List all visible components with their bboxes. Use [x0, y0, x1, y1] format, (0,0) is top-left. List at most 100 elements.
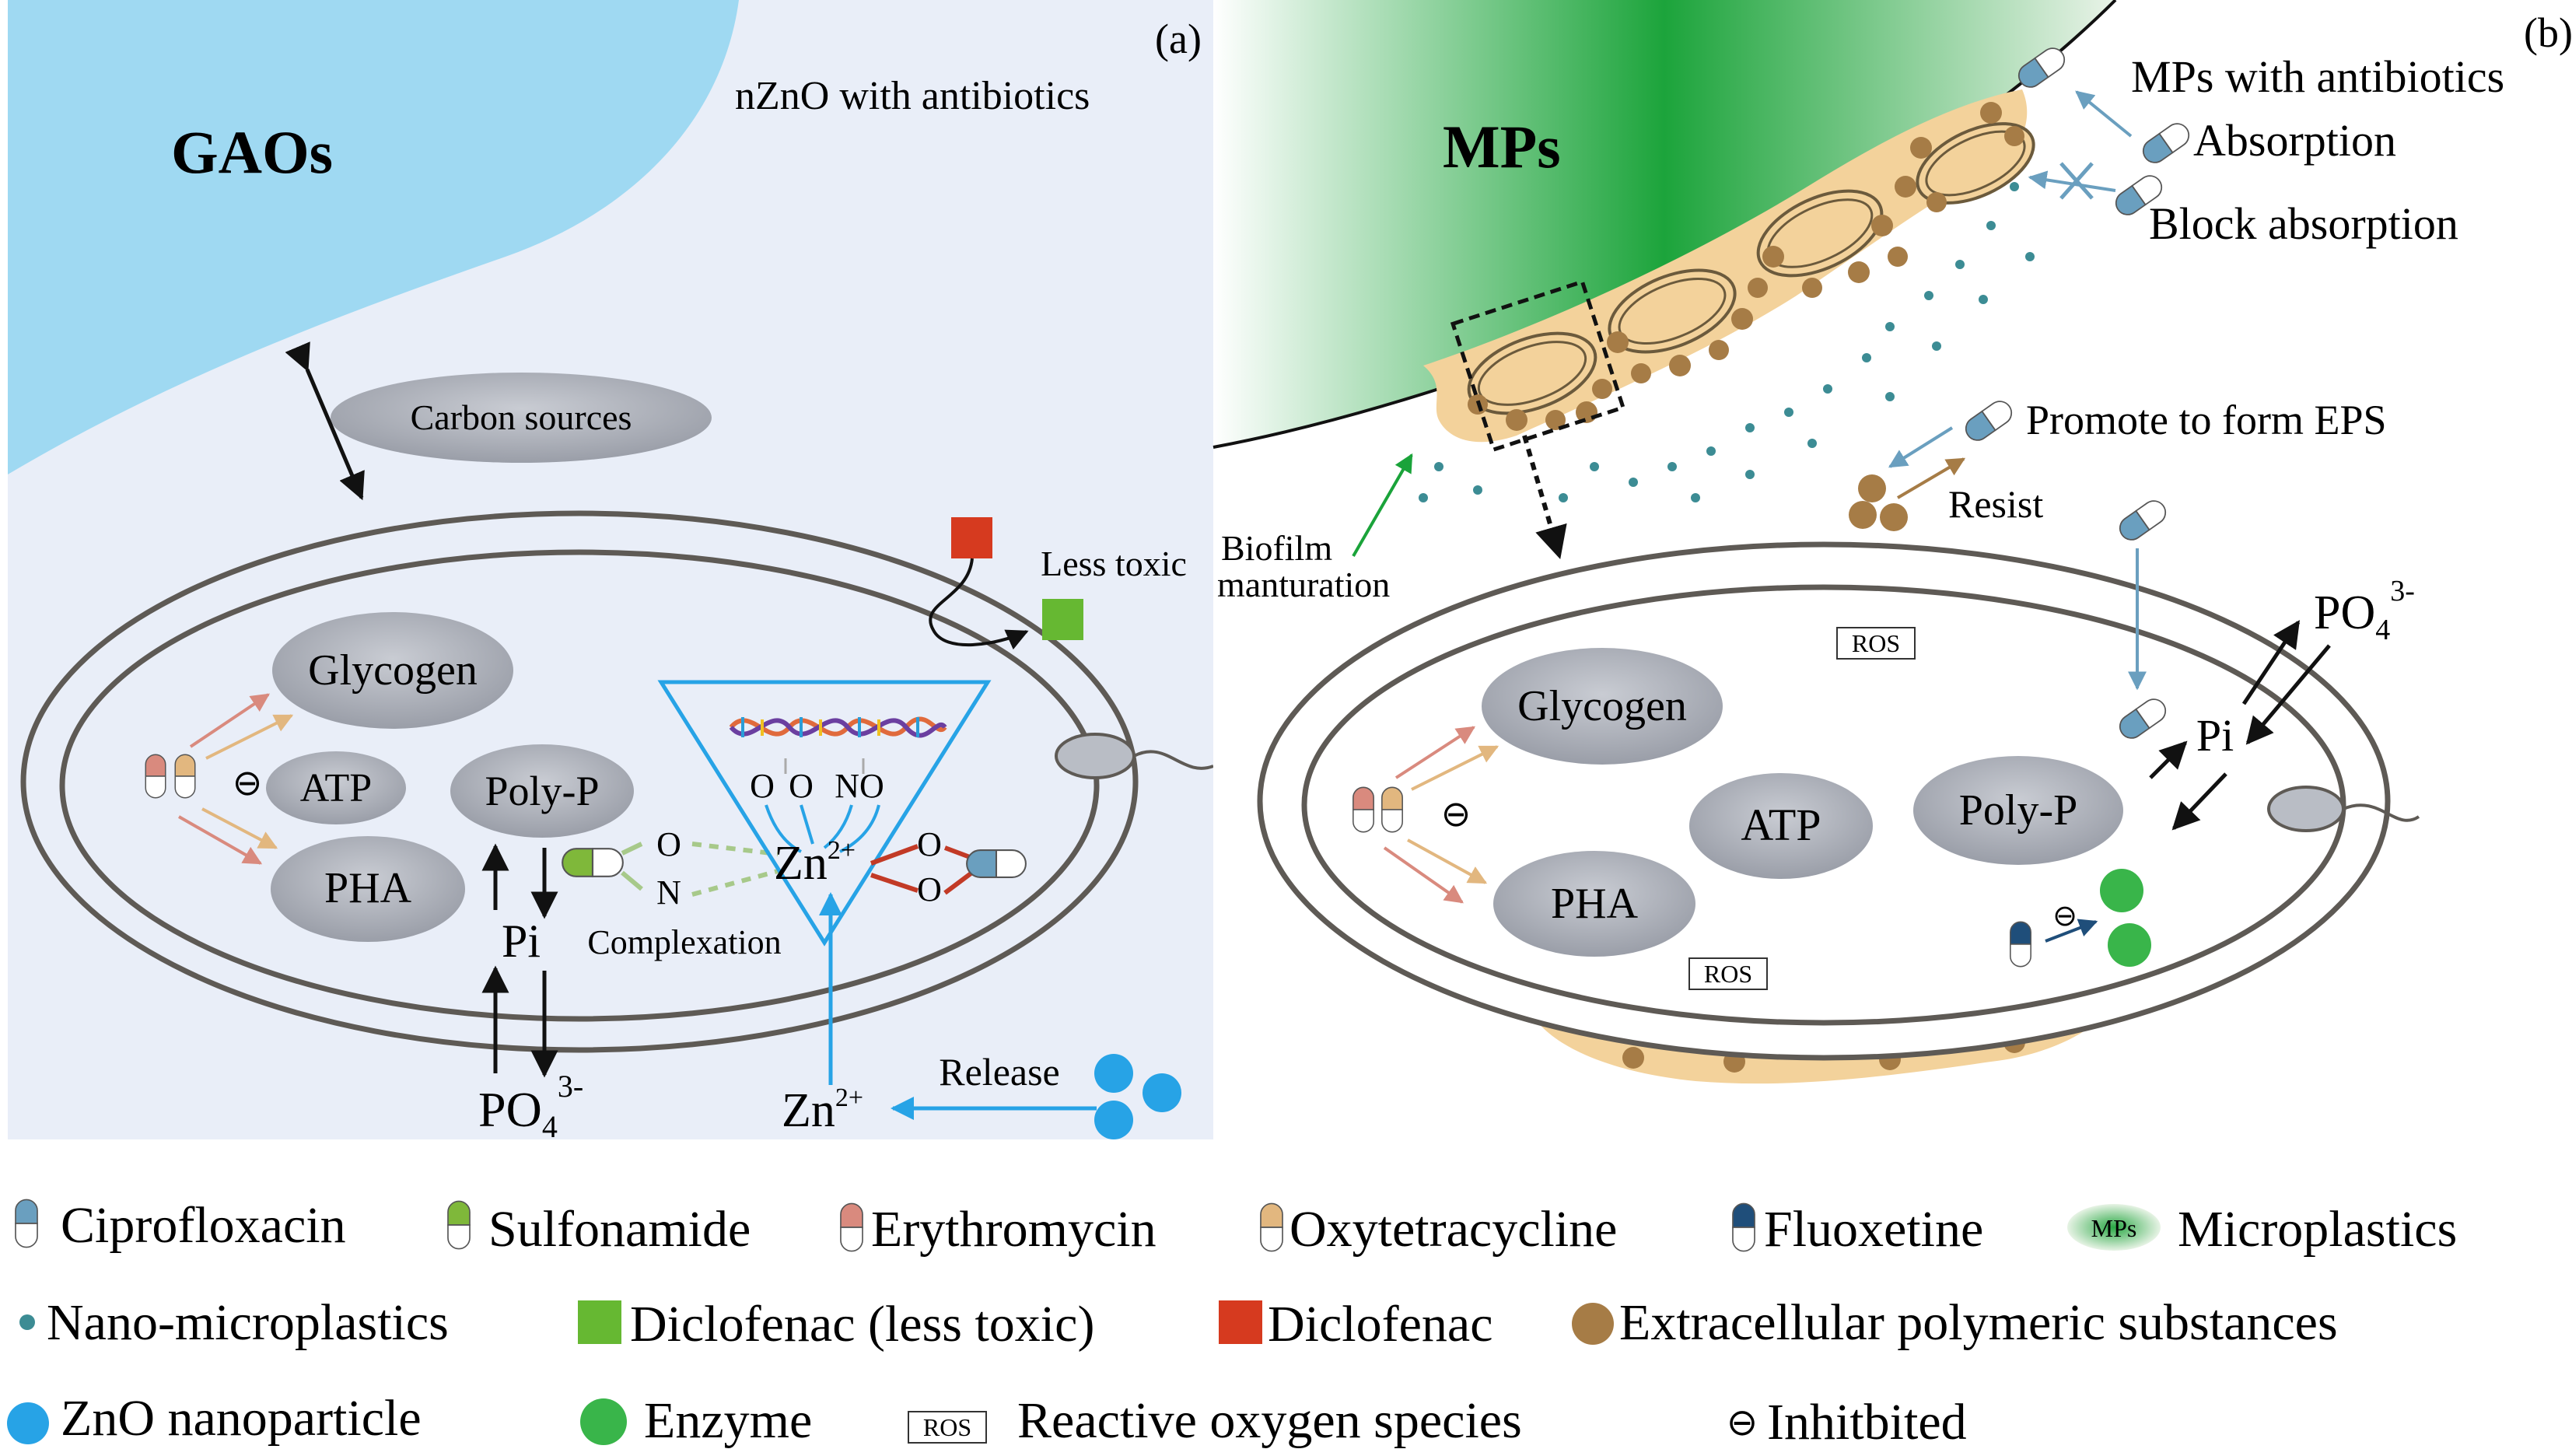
resist-arrow — [1896, 457, 1966, 499]
zn-free-label: Zn2+ — [782, 1083, 863, 1137]
sulfonamide-capsule-a — [562, 848, 624, 877]
panel-a: (a) GAOs nZnO with antibiotics Carbon so… — [8, 0, 1214, 1144]
mp-atp-ellipse — [1689, 773, 1873, 879]
gao-atp-ellipse — [266, 751, 406, 824]
eps-particle-resist-1 — [1858, 474, 1886, 502]
microplastic-surface — [1213, 0, 2115, 447]
legend-mps-badge-icon — [2067, 1204, 2161, 1251]
gao-polyp-ellipse — [450, 744, 634, 838]
block-cross-icon — [2059, 162, 2094, 200]
ros-badge-top — [1836, 627, 1916, 660]
enzyme-circle-1 — [2100, 869, 2143, 912]
gao-inhibited-symbol: ⊖ — [233, 762, 263, 803]
po4-in-arrow — [2245, 644, 2331, 745]
diclofenac-red-square-a — [951, 517, 992, 558]
nano-microplastic-dots — [1419, 182, 2035, 502]
oxytetracycline-capsule-a — [174, 754, 196, 799]
panel-a-label: (a) — [1155, 16, 1202, 62]
mp-pi-label: Pi — [2196, 710, 2234, 761]
dna-zn-bonds — [765, 804, 880, 853]
mp-atp-label: ATP — [1741, 800, 1821, 850]
gao-glycogen-ellipse — [272, 612, 513, 729]
ros-badge-bottom — [1688, 957, 1768, 990]
absorption-label: Absorption — [2193, 115, 2396, 166]
dna-double-helix — [729, 716, 947, 738]
sulfa-o-bond — [621, 842, 643, 856]
zno-nanoparticle-2 — [1143, 1073, 1181, 1112]
zn-central-label: Zn2+ — [774, 836, 856, 890]
dna-o-atom-2: O — [789, 767, 814, 805]
inhibit-arrow-4 — [201, 807, 278, 849]
legend-ros-badge-label: ROS — [923, 1413, 971, 1441]
legend-diclofenac-icon — [1219, 1300, 1262, 1344]
gao-glycogen-label: Glycogen — [308, 646, 478, 695]
legend-zno-label: ZnO nanoparticle — [61, 1390, 422, 1447]
legend-ciprofloxacin-icon — [14, 1199, 39, 1248]
enzyme-inhibited-symbol: ⊖ — [2052, 900, 2077, 933]
gao-flagellum-base — [1055, 733, 1136, 779]
legend-inhibited-icon: ⊖ — [1727, 1402, 1758, 1444]
biofilm-label-line1: Biofilm — [1221, 528, 1332, 568]
gao-pha-ellipse — [271, 836, 465, 942]
pi-polyp-arrow-up — [2149, 740, 2188, 779]
mp-inhibit-arrow-3 — [1383, 846, 1464, 904]
gao-cell-outer-membrane — [20, 510, 1139, 1053]
mp-glycogen-label: Glycogen — [1517, 682, 1687, 730]
legend-microplastics-label: Microplastics — [2178, 1201, 2457, 1258]
pi-polyp-arrow-down — [2171, 772, 2227, 831]
release-label: Release — [939, 1050, 1059, 1094]
promote-eps-arrow — [1888, 426, 1954, 468]
legend-diclofenac-less-icon — [578, 1300, 621, 1344]
mp-inhibited-symbol: ⊖ — [1441, 793, 1471, 834]
biofilm-cells — [1467, 122, 2035, 415]
carbon-exchange-arrow — [285, 341, 365, 501]
oxytetracycline-capsule-b — [1380, 786, 1404, 833]
inhibit-arrow-2 — [205, 714, 294, 760]
mp-pha-label: PHA — [1551, 880, 1639, 928]
block-absorption-label: Block absorption — [2149, 198, 2458, 249]
gao-pi-label: Pi — [502, 915, 541, 967]
dna-o-atom-1: O — [750, 767, 775, 805]
gao-flagellum — [1133, 750, 1214, 770]
legend-eps-label: Extracellular polymeric substances — [1619, 1294, 2338, 1351]
legend-oxytetracycline-icon — [1259, 1202, 1284, 1252]
cipro-o-atom-1: O — [917, 825, 942, 863]
promote-eps-label: Promote to form EPS — [2026, 397, 2387, 443]
less-toxic-label: Less toxic — [1041, 544, 1187, 583]
sulfa-n-bond — [621, 870, 643, 891]
o-zn-dashed-bond — [691, 842, 779, 856]
inhibit-arrow-3 — [178, 815, 263, 865]
mp-polyp-label: Poly-P — [1959, 786, 2078, 835]
legend-fluoxetine-label: Fluoxetine — [1764, 1201, 1983, 1258]
legend-sulfonamide-label: Sulfonamide — [488, 1201, 751, 1258]
gao-pha-label: PHA — [324, 864, 412, 912]
panel-b: (b) MPs — [1213, 0, 2572, 1139]
legend-ros-badge-icon — [908, 1411, 987, 1444]
carbon-sources-ellipse — [331, 373, 712, 463]
panel-b-title: MPs — [1443, 113, 1561, 180]
legend-eps-icon — [1572, 1303, 1614, 1345]
erythromycin-capsule-b — [1352, 786, 1375, 833]
ros-badge-top-label: ROS — [1852, 629, 1900, 657]
n-zn-dashed-bond — [691, 869, 779, 897]
legend-fluoxetine-icon — [1731, 1202, 1756, 1252]
eps-particles — [1468, 102, 2024, 431]
absorption-arrow — [2075, 90, 2133, 138]
gao-po4-label: PO43- — [478, 1069, 583, 1144]
mp-inhibit-arrow-1 — [1394, 726, 1476, 779]
fluoxetine-capsule-b — [2009, 921, 2032, 968]
legend-oxytetracycline-label: Oxytetracycline — [1289, 1201, 1617, 1258]
legend-diclofenac-less-label: Diclofenac (less toxic) — [630, 1296, 1094, 1353]
biofilm-zoom-arrow — [1522, 435, 1567, 560]
mp-glycogen-ellipse — [1482, 648, 1723, 765]
inhibit-arrow-1 — [189, 693, 270, 748]
panel-a-title: GAOs — [171, 118, 333, 186]
mp-flagellum-base — [2267, 786, 2345, 832]
legend-erythromycin-label: Erythromycin — [871, 1201, 1157, 1258]
resist-label: Resist — [1948, 482, 2043, 526]
legend-erythromycin-icon — [839, 1202, 864, 1252]
mp-inhibit-arrow-2 — [1411, 745, 1499, 791]
detox-curved-arrow — [929, 558, 1029, 650]
legend-sulfonamide-icon — [446, 1200, 471, 1250]
biofilm-zoom-box — [1450, 279, 1626, 453]
